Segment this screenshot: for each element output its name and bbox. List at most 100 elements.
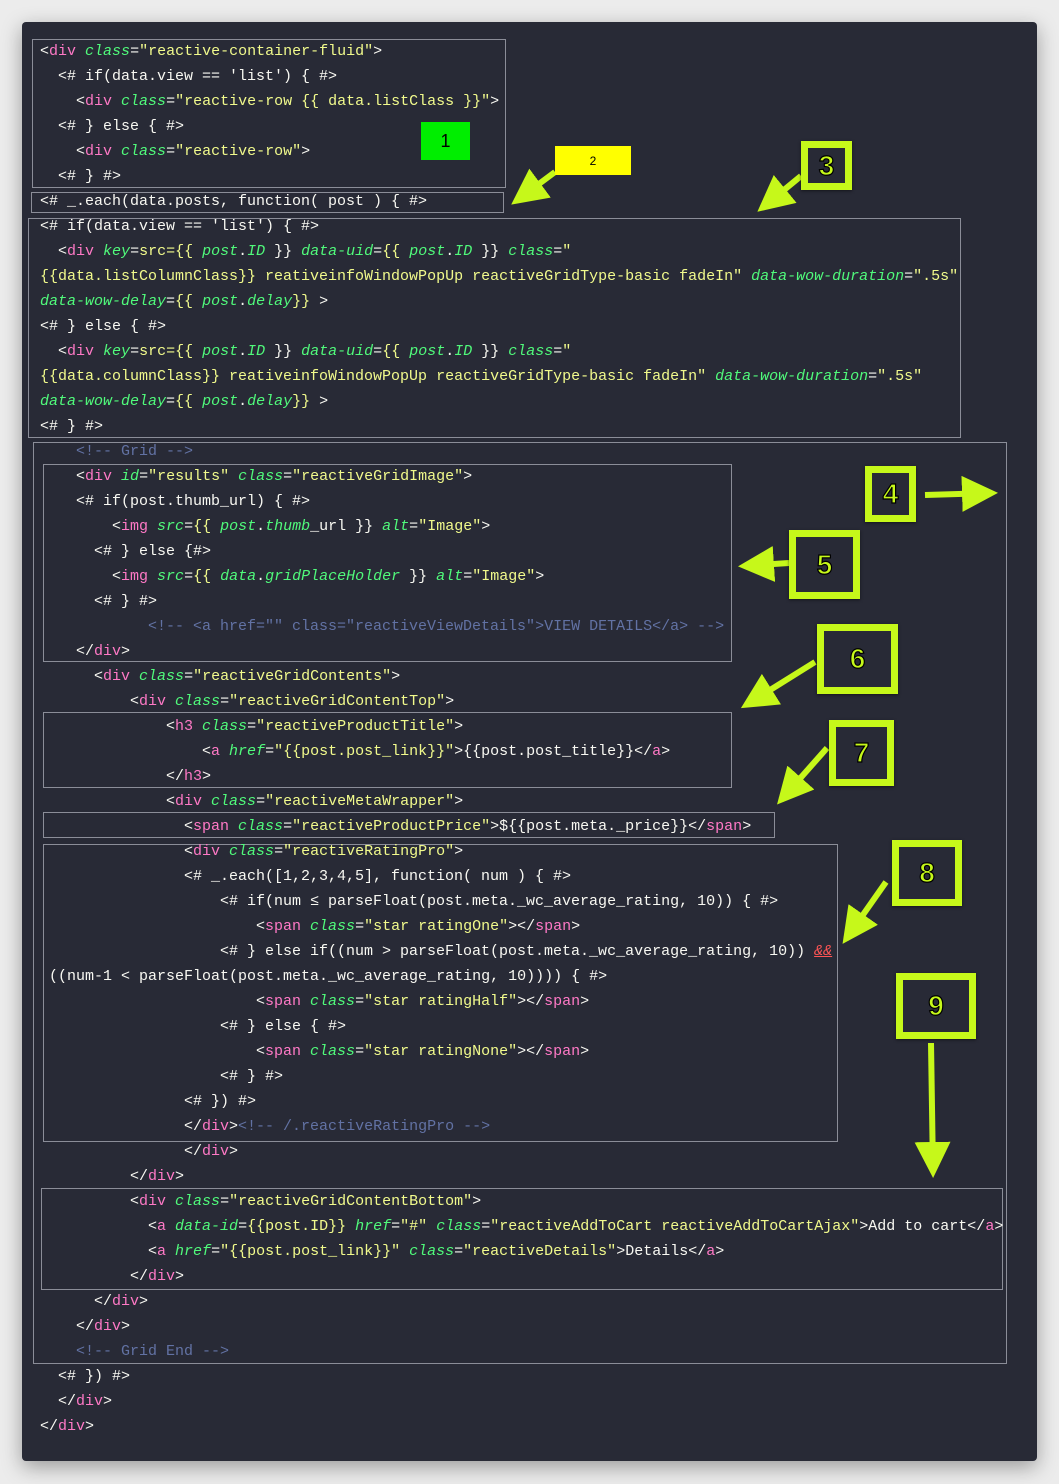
code-text: <# if(num ≤ parseFloat(post.meta._wc_ave… — [220, 893, 779, 910]
attribute-name: class — [121, 93, 167, 110]
attribute-name: data-wow-delay — [40, 293, 167, 310]
code-text: = — [553, 343, 563, 360]
code-text: = — [220, 693, 230, 710]
tag-name: img — [121, 518, 149, 535]
code-text: ((num-1 < parseFloat(post.meta._wc_avera… — [49, 968, 608, 985]
code-text: ></ — [517, 1043, 545, 1060]
tag-name: div — [139, 693, 167, 710]
tag-name: img — [121, 568, 149, 585]
code-line: <div class="reactiveGridContents"> — [40, 664, 400, 689]
code-text: = — [355, 1043, 365, 1060]
string-value: "{{post.post_link}}" — [274, 743, 455, 760]
tag-name: div — [193, 843, 221, 860]
code-line: <img src={{ data.gridPlaceHolder }} alt=… — [40, 564, 544, 589]
attribute-name: class — [229, 843, 275, 860]
string-value: "reactive-container-fluid" — [139, 43, 374, 60]
code-text: }} — [400, 568, 437, 585]
string-value: {{post.ID}} — [247, 1218, 347, 1235]
code-line: <# } else {#> — [40, 539, 211, 564]
code-line: <div class="reactiveRatingPro"> — [40, 839, 463, 864]
code-text: <# _.each(data.posts, function( post ) {… — [40, 193, 428, 210]
code-text: > — [103, 1393, 113, 1410]
tag-name: div — [202, 1118, 230, 1135]
annotation-label-9: 9 — [896, 973, 976, 1039]
code-line: </div> — [40, 1414, 94, 1439]
attribute-name: key — [103, 343, 131, 360]
arrow-7 — [777, 746, 830, 805]
template-variable: ID — [454, 243, 473, 260]
code-text: < — [94, 668, 104, 685]
code-text: < — [40, 43, 50, 60]
region-box-3 — [28, 218, 961, 438]
string-value: "#" — [400, 1218, 428, 1235]
template-variable: gridPlaceHolder — [265, 568, 401, 585]
code-comment: <!-- Grid --> — [76, 443, 194, 460]
code-text: > — [229, 1118, 239, 1135]
code-text: > — [121, 1318, 131, 1335]
annotation-label-4: 4 — [865, 466, 916, 522]
code-line: </div><!-- /.reactiveRatingPro --> — [40, 1114, 490, 1139]
code-text: < — [166, 793, 176, 810]
string-value: ".5s" — [877, 368, 923, 385]
code-line: <a href="{{post.post_link}}">{{post.post… — [40, 739, 670, 764]
code-line: <# _.each([1,2,3,4,5], function( num ) {… — [40, 864, 571, 889]
code-text: < — [148, 1218, 158, 1235]
code-line: <# if(num ≤ parseFloat(post.meta._wc_ave… — [40, 889, 778, 914]
attribute-name: class — [211, 793, 257, 810]
region-box-7 — [43, 812, 775, 838]
code-text: < — [76, 468, 86, 485]
code-text: > — [715, 1243, 725, 1260]
tag-name: div — [85, 468, 113, 485]
attribute-name: href — [355, 1218, 392, 1235]
code-line: <div id="results" class="reactiveGridIma… — [40, 464, 472, 489]
code-text: _url }} — [310, 518, 383, 535]
string-value: "reactiveMetaWrapper" — [265, 793, 455, 810]
code-text: <# } else { #> — [40, 318, 167, 335]
code-line: {{data.columnClass}} reativeinfoWindowPo… — [40, 364, 922, 389]
code-text: > — [454, 718, 464, 735]
code-line: <# } #> — [40, 589, 157, 614]
string-value: {{data.listColumnClass}} reativeinfoWind… — [40, 268, 752, 285]
code-text: <# } else if((num > parseFloat(post.meta… — [220, 943, 815, 960]
code-text: > — [310, 393, 329, 410]
string-value: "reactive-row {{ data.listClass }}" — [175, 93, 491, 110]
code-line: <span class="star ratingHalf"></span> — [40, 989, 589, 1014]
code-text: . — [445, 343, 455, 360]
attribute-name: class — [409, 1243, 455, 1260]
attribute-name: data-wow-delay — [40, 393, 167, 410]
code-text: > — [301, 143, 311, 160]
string-value: "Image" — [472, 568, 536, 585]
tag-name: a — [985, 1218, 995, 1235]
code-text: </ — [184, 1118, 203, 1135]
code-text: = — [409, 518, 419, 535]
template-variable: post — [202, 343, 239, 360]
string-value: "star ratingNone" — [364, 1043, 518, 1060]
tag-name: div — [103, 668, 131, 685]
annotation-label-7: 7 — [829, 720, 894, 786]
code-text: . — [256, 518, 266, 535]
template-variable: post — [409, 243, 446, 260]
code-text: = — [481, 1218, 491, 1235]
annotation-label-2: 2 — [555, 146, 631, 175]
code-text: </ — [76, 643, 95, 660]
attribute-name: alt — [382, 518, 410, 535]
code-text: < — [166, 718, 176, 735]
template-variable: post — [220, 518, 257, 535]
code-text: </ — [130, 1168, 149, 1185]
code-line: <# }) #> — [40, 1089, 256, 1114]
code-text: <# if(data.view == 'list') { #> — [58, 68, 338, 85]
region-box-2 — [31, 192, 504, 213]
code-text: ></ — [517, 993, 545, 1010]
code-line: <# } else { #> — [40, 114, 184, 139]
code-line: </div> — [40, 1139, 238, 1164]
attribute-name: data-wow-duration — [751, 268, 905, 285]
code-text: = — [256, 793, 266, 810]
code-text: > — [580, 1043, 590, 1060]
tag-name: span — [544, 1043, 581, 1060]
code-line: <a href="{{post.post_link}}" class="reac… — [40, 1239, 724, 1264]
code-comment: <!-- <a href="" class="reactiveViewDetai… — [148, 618, 725, 635]
attribute-name: data-uid — [301, 343, 374, 360]
template-variable: ID — [454, 343, 473, 360]
attribute-name: class — [310, 993, 356, 1010]
attribute-name: class — [202, 718, 248, 735]
